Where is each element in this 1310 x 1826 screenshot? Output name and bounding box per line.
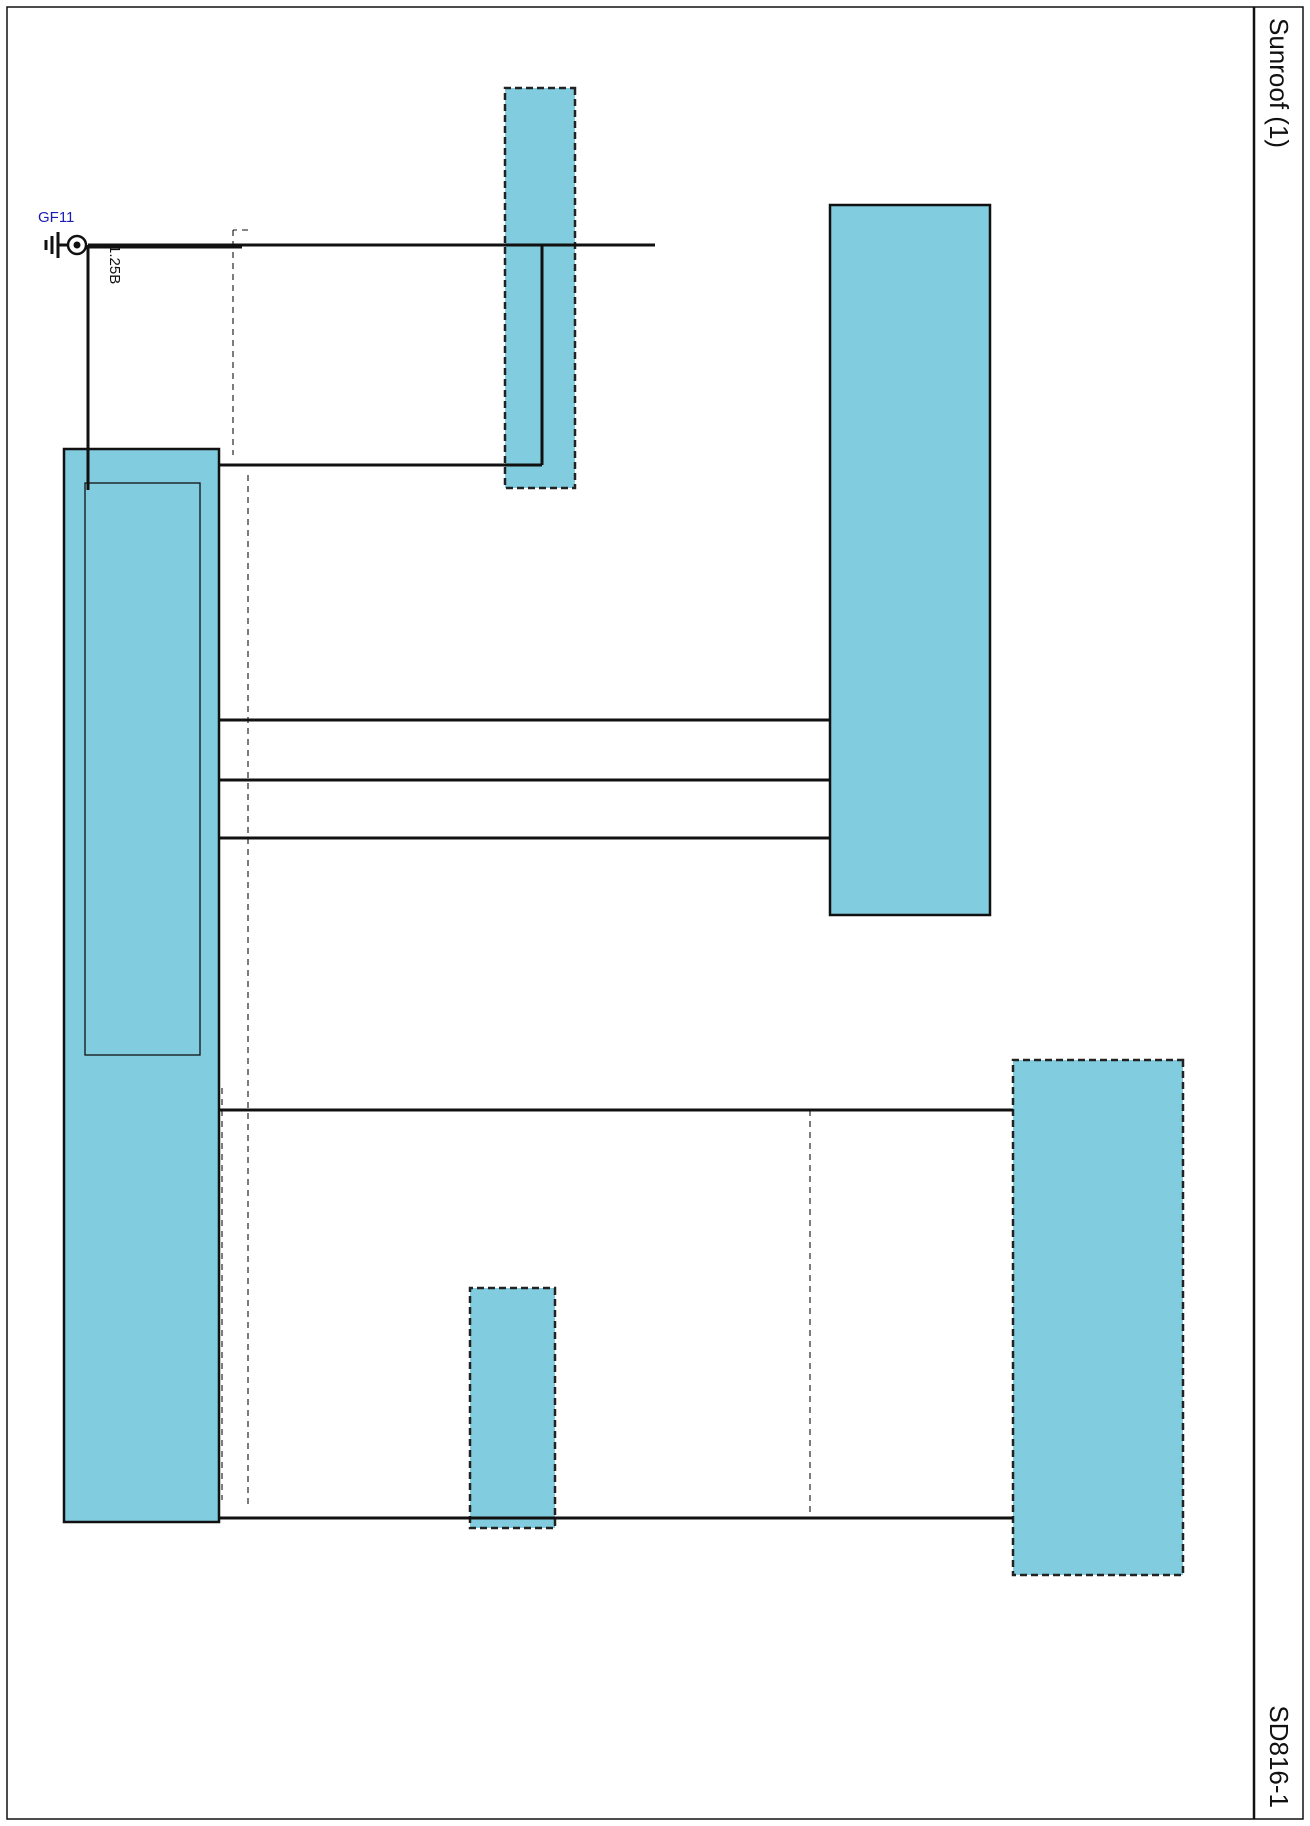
ground-label: GF11	[38, 209, 74, 226]
ground-symbol	[44, 232, 88, 258]
wires	[86, 243, 1013, 1520]
motor-inner-box	[84, 482, 201, 1056]
page-title: Sunroof (1)	[1264, 18, 1294, 148]
sunroof-switch-box	[828, 203, 992, 917]
page-code: SD816-1	[1264, 1705, 1294, 1808]
joint-connector-bottom-box	[468, 1286, 557, 1530]
wire-ground-label: 1.25B	[106, 245, 123, 284]
sheet-border	[6, 6, 1304, 1820]
ip-junction-box	[1011, 1058, 1185, 1577]
dashed-shells	[221, 229, 811, 1515]
joint-connector-top-box	[503, 86, 577, 490]
sunroof-motor-box	[62, 447, 221, 1524]
